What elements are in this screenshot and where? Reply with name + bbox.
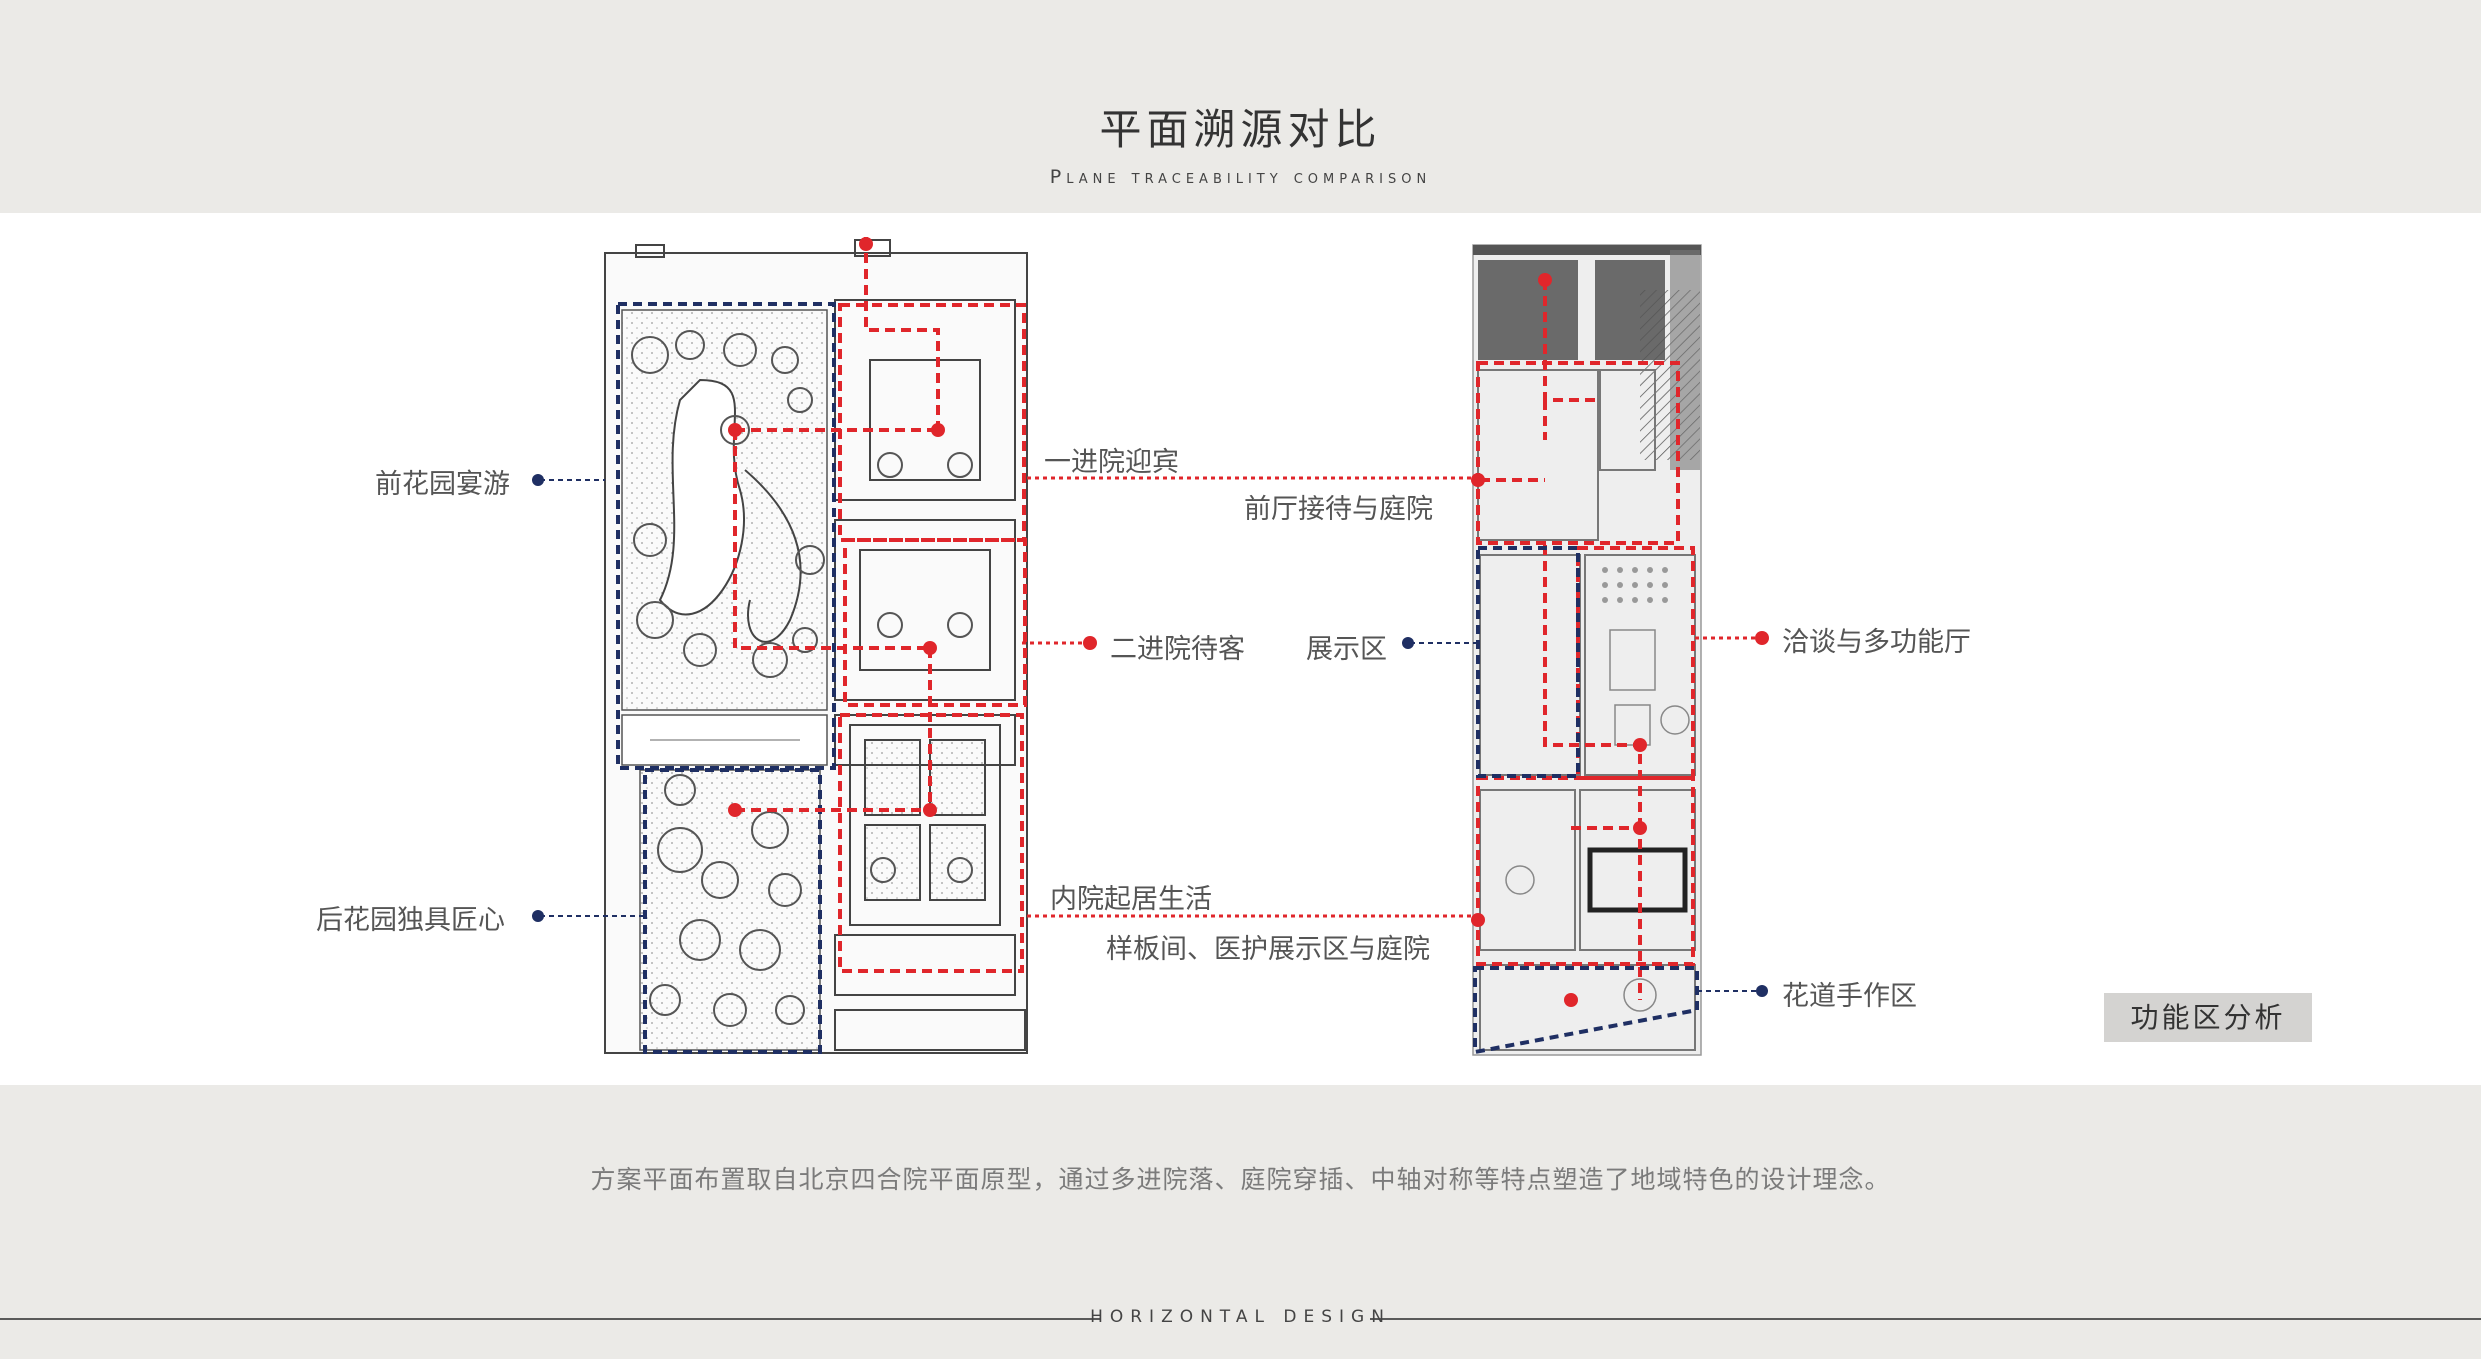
label-front-hall: 前厅接待与庭院 — [1244, 494, 1433, 525]
function-analysis-badge: 功能区分析 — [2104, 993, 2312, 1042]
plans-panel — [0, 213, 2481, 1085]
top-background — [0, 0, 2481, 213]
page-title: 平面溯源对比 — [1099, 105, 1382, 154]
connectors — [532, 474, 1769, 997]
label-first-courtyard: 一进院迎宾 — [1044, 447, 1179, 478]
traditional-plan — [604, 237, 1028, 1054]
footer-text: HORIZONTAL DESIGN — [1090, 1307, 1391, 1327]
label-inner-courtyard: 内院起居生活 — [1050, 884, 1212, 915]
label-flower-craft: 花道手作区 — [1782, 981, 1917, 1012]
label-back-garden: 后花园独具匠心 — [316, 905, 505, 936]
modern-plan — [1471, 244, 1702, 1056]
page-subtitle: Plane traceability comparison — [1049, 166, 1432, 188]
description-text: 方案平面布置取自北京四合院平面原型，通过多进院落、庭院穿插、中轴对称等特点塑造了… — [590, 1165, 1891, 1194]
label-sample-room: 样板间、医护展示区与庭院 — [1106, 934, 1430, 965]
label-second-courtyard: 二进院待客 — [1110, 634, 1245, 665]
label-exhibition: 展示区 — [1306, 634, 1387, 665]
label-negotiation: 洽谈与多功能厅 — [1782, 627, 1971, 658]
label-front-garden: 前花园宴游 — [375, 469, 510, 500]
bottom-background — [0, 1085, 2481, 1359]
footer-line-right — [1370, 1318, 2481, 1320]
footer-line-left — [0, 1318, 1100, 1320]
